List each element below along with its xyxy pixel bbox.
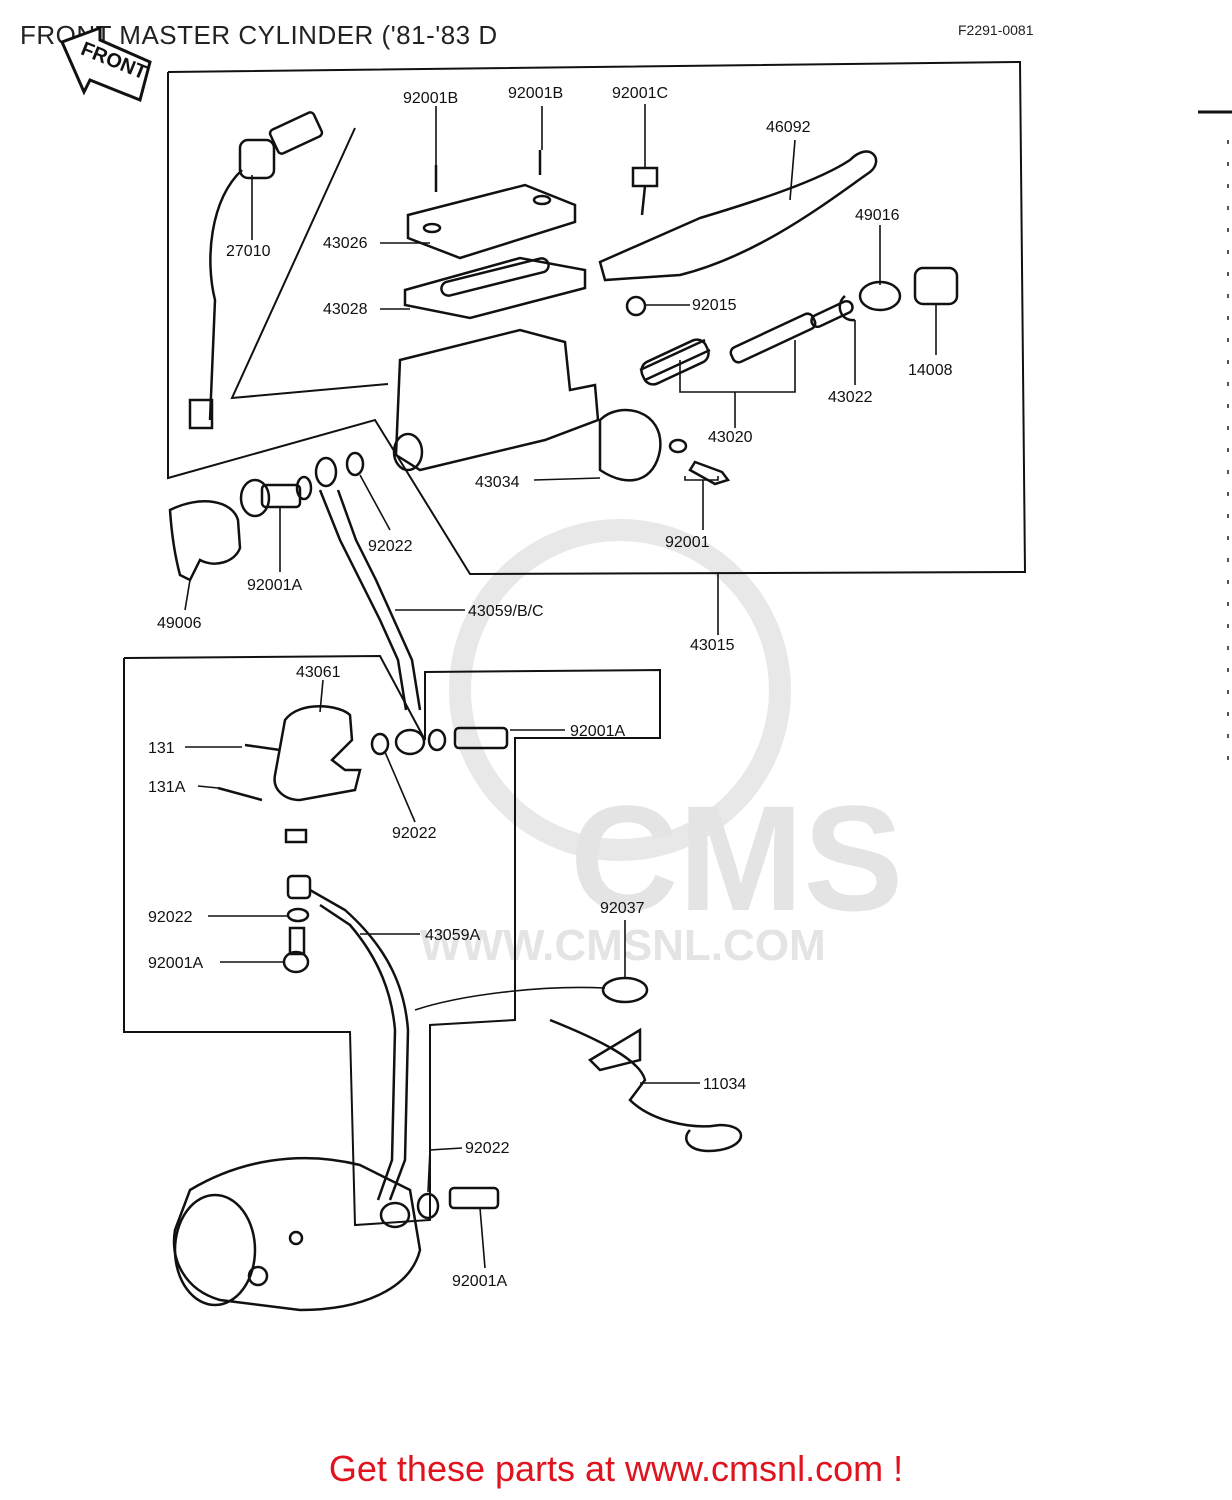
reservoir-cap — [406, 150, 577, 260]
label-43015: 43015 — [690, 637, 735, 654]
banjo-bolt-mid — [370, 726, 509, 756]
lower-brake-hose — [282, 828, 410, 1201]
upper-assembly-frame — [167, 60, 1027, 576]
brake-light-switch — [188, 111, 324, 430]
label-92001a-lower: 92001A — [148, 955, 203, 972]
label-92022-left: 92022 — [148, 909, 193, 926]
joint-bolt-131 — [244, 743, 281, 752]
label-43022: 43022 — [828, 389, 873, 406]
label-131: 131 — [148, 740, 175, 757]
dust-boot — [858, 280, 902, 312]
grommet — [601, 976, 649, 1004]
piston-assembly — [639, 299, 854, 386]
label-92037: 92037 — [600, 900, 645, 917]
label-49016: 49016 — [855, 207, 900, 224]
watermark-url: WWW.CMSNL.COM — [420, 921, 826, 970]
lower-assembly-frame — [123, 654, 661, 1227]
label-92015: 92015 — [692, 297, 737, 314]
label-92001a-right: 92001A — [570, 723, 625, 740]
lever-nut — [625, 295, 647, 317]
label-27010: 27010 — [226, 243, 271, 260]
label-92022-mid: 92022 — [392, 825, 437, 842]
handlebar-clamp — [598, 408, 662, 482]
label-92001: 92001 — [665, 534, 710, 551]
label-46092: 46092 — [766, 119, 811, 136]
label-43028: 43028 — [323, 301, 368, 318]
diagram-code: F2291-0081 — [958, 22, 1034, 38]
label-92001a-left: 92001A — [247, 577, 302, 594]
reservoir-diaphragm — [403, 256, 587, 320]
label-92001a-bottom: 92001A — [452, 1273, 507, 1290]
label-43034: 43034 — [475, 474, 520, 491]
label-43061: 43061 — [296, 664, 341, 681]
upper-brake-hose — [314, 456, 426, 756]
washer-upper-b — [345, 451, 365, 477]
lever-pivot-bolt — [631, 166, 659, 216]
label-43059a: 43059A — [425, 927, 480, 944]
label-14008: 14008 — [908, 362, 953, 379]
cms-watermark: CMS WWW.CMSNL.COM — [420, 519, 903, 970]
shop-call-to-action[interactable]: Get these parts at www.cmsnl.com ! — [328, 1448, 904, 1489]
circlip — [838, 295, 856, 322]
joint-bolt-131a — [217, 786, 263, 802]
label-43059bc: 43059/B/C — [468, 603, 544, 620]
label-92001b-b: 92001B — [508, 85, 563, 102]
clamp-bolt — [668, 438, 731, 486]
brake-caliper — [172, 1156, 422, 1312]
banjo-bolt-bottom — [379, 1186, 500, 1229]
label-11034: 11034 — [703, 1076, 746, 1093]
part-labels: 92001B 92001B 92001C 46092 27010 43026 4… — [148, 85, 953, 1290]
hose-clamp — [549, 1018, 742, 1153]
watermark-brand: CMS — [570, 774, 903, 942]
brake-lever — [598, 150, 878, 282]
label-92001b-a: 92001B — [403, 90, 458, 107]
piston-stop — [913, 266, 959, 306]
master-cylinder-body — [392, 328, 600, 472]
banjo-boot — [168, 500, 242, 582]
label-49006: 49006 — [157, 615, 202, 632]
switch-assembly-frame — [230, 127, 389, 400]
front-arrow-icon: FRONT — [59, 25, 152, 103]
label-43026: 43026 — [323, 235, 368, 252]
brake-pipe-joint — [273, 705, 362, 802]
label-92001c: 92001C — [612, 85, 668, 102]
leader-lines — [184, 104, 937, 1269]
page-edge-artifact — [1198, 110, 1232, 760]
washer-upper-a — [295, 475, 313, 501]
routing-arrow — [414, 986, 606, 1011]
label-92022-bottom: 92022 — [465, 1140, 510, 1157]
banjo-bolt-upper — [239, 478, 302, 518]
label-131a: 131A — [148, 779, 186, 796]
label-92022-top: 92022 — [368, 538, 413, 555]
label-43020: 43020 — [708, 429, 753, 446]
